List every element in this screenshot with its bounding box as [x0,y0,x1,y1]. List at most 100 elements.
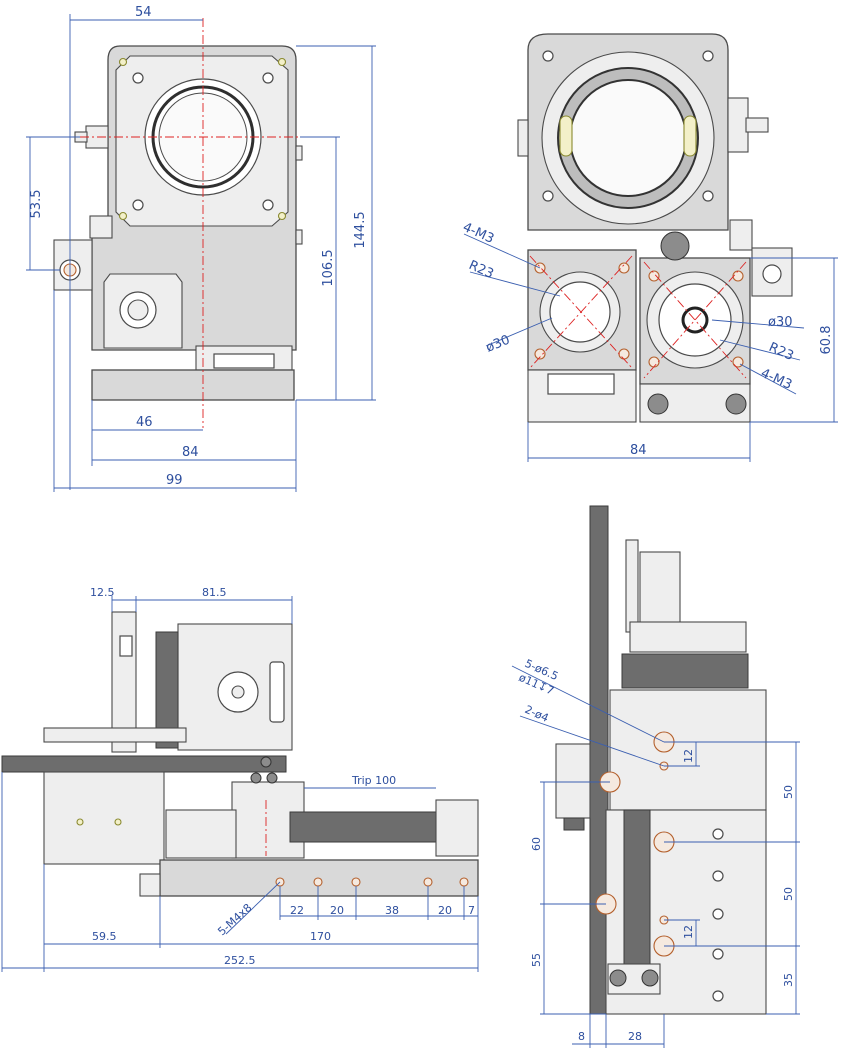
back-m3-right: 4-M3 [758,366,794,393]
front-dim-106-5: 106.5 [321,249,336,286]
vertical-mount-hole [712,908,724,920]
back-right-diagonal [643,261,747,379]
back-side-shaft [727,97,749,153]
side-plate-slot [119,635,133,657]
back-slot-right [683,115,697,157]
front-tab [295,145,303,161]
side-marker-hole [114,818,122,826]
side-view: 12.5 81.5 Trip 100 5-M4x8 22 20 38 20 7 … [1,586,479,972]
front-dim-54: 54 [135,5,152,20]
side-block [43,771,165,865]
front-carriage-slot [213,353,275,369]
front-marker-hole [277,211,287,221]
side-dim-59-5: 59.5 [92,930,117,943]
vertical-gear-cap [629,621,747,653]
back-shaft-tip [745,117,769,133]
front-tab [295,229,303,245]
vertical-dim-35: 35 [782,973,795,987]
side-base-foot [139,873,161,897]
vertical-leader [519,715,665,767]
front-marker-hole [118,211,128,221]
vertical-gear [621,653,749,689]
side-screw [266,772,278,784]
vertical-side-tip [563,817,585,831]
side-spacing-7: 7 [468,904,475,917]
back-leader [485,317,553,347]
back-phi30-left: ø30 [484,333,512,356]
side-spacing-22: 22 [290,904,304,917]
vertical-leadscrew [623,809,651,979]
back-leader [739,363,797,395]
side-holes-label: 5-M4x8 [215,901,254,938]
side-m4-hole [313,877,323,887]
vertical-dim-50-mid: 50 [782,887,795,901]
side-rack [1,755,287,773]
back-screw [647,393,669,415]
side-spacing-20a: 20 [330,904,344,917]
back-right-m3-hole [648,270,660,282]
front-corner-hole [262,199,274,211]
side-marker-hole [76,818,84,826]
vertical-mount-hole [712,948,724,960]
vertical-screw [609,969,627,987]
back-corner-hole [542,50,554,62]
vertical-mount-hole [712,828,724,840]
back-leader [469,271,561,297]
front-dim-46: 46 [136,415,153,430]
back-right-m3-hole [648,356,660,368]
side-end-block [435,799,479,857]
back-right-m3-hole [732,270,744,282]
back-dim-60-8: 60.8 [819,326,834,355]
back-leader [463,233,541,269]
back-left-diagonal [529,255,633,369]
back-right-bore [658,283,732,357]
front-corner-hole [132,199,144,211]
back-leader [711,319,805,329]
side-screw [250,772,262,784]
back-corner-hole [702,190,714,202]
side-dim-12-5: 12.5 [90,586,115,599]
side-m4-hole [459,877,469,887]
side-dim-81-5: 81.5 [202,586,227,599]
back-clip [729,219,753,251]
back-m3-left: 4-M3 [460,220,496,247]
back-view: 4-M3 R23 ø30 ø30 R23 4-M3 60.8 84 [460,33,838,462]
vertical-dim-12-top: 12 [682,749,695,763]
front-dim-53-5: 53.5 [29,190,44,219]
front-dim-144-5: 144.5 [353,211,368,248]
side-motor-shaft [231,685,245,699]
side-m4-hole [423,877,433,887]
vertical-dim-12-bottom: 12 [682,925,695,939]
vertical-dim-8: 8 [578,1030,585,1043]
side-arm [43,727,187,743]
back-bore [569,79,687,197]
front-dim-84: 84 [182,445,199,460]
side-total: 252.5 [224,954,256,967]
back-corner-hole [542,190,554,202]
back-right-shaft [681,306,709,334]
vertical-dim-55: 55 [530,953,543,967]
front-dim-99: 99 [166,473,183,488]
back-r23-right: R23 [766,340,795,364]
back-r23-left: R23 [466,258,495,282]
back-dim-84: 84 [630,443,647,458]
back-slot-left [559,115,573,157]
side-trip: Trip 100 [351,774,396,787]
back-left-m3-hole [534,348,546,360]
front-clip [89,215,113,239]
vertical-side-block [555,743,591,819]
front-lower-bore [127,299,149,321]
back-mount-hole [762,264,782,284]
back-side-tab [517,119,529,157]
side-spacing-20b: 20 [438,904,452,917]
back-left-m3-hole [618,348,630,360]
back-left-m3-hole [618,262,630,274]
side-gear [155,631,179,749]
vertical-view: 5-ø6.5 ø11↧7 2-ø4 50 50 35 12 12 60 55 8… [511,505,800,1048]
side-m4-hole [351,877,361,887]
vertical-mount-hole [712,870,724,882]
back-screw [725,393,747,415]
side-dim-170: 170 [310,930,331,943]
vertical-dim-28: 28 [628,1030,642,1043]
